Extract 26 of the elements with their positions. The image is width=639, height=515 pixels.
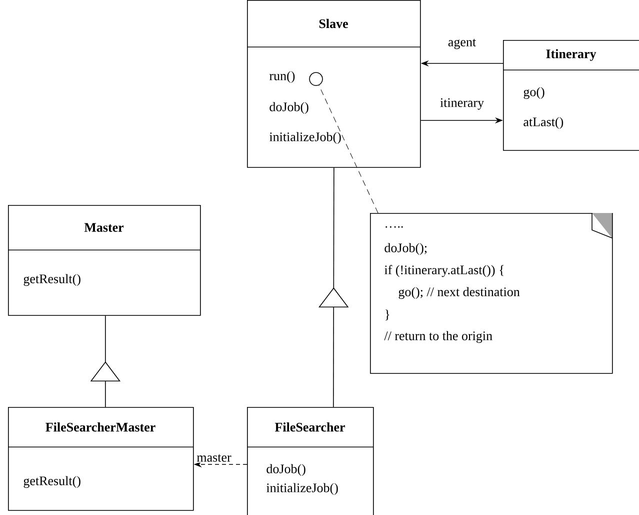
- method-name: doJob(): [266, 464, 306, 476]
- note-box: ….. doJob(); if (!itinerary.atLast()) { go(); // next destination } // return to the origin: [370, 212, 613, 374]
- method-name: getResult(): [24, 274, 80, 286]
- method-name: run(): [269, 71, 295, 83]
- circle-icon: [309, 72, 323, 86]
- class-name: FileSearcher: [274, 422, 345, 432]
- method-name: go(): [524, 87, 544, 99]
- class-box: [246, 0, 421, 168]
- class-name: FileSearcherMaster: [46, 422, 156, 432]
- method-name: initializeJob(): [266, 483, 338, 495]
- edge-label: itinerary: [439, 97, 486, 111]
- arrow: [90, 315, 120, 408]
- class-box: [8, 407, 194, 511]
- method-name: initializeJob(): [269, 132, 341, 144]
- class-box: [502, 40, 639, 151]
- method-name: doJob(): [270, 102, 308, 114]
- class-name: Slave: [319, 18, 348, 28]
- class-box: [246, 407, 374, 515]
- class-name: Master: [84, 223, 124, 232]
- method-name: getResult(): [24, 476, 80, 488]
- class-box: [8, 205, 201, 316]
- method-name: atLast(): [524, 117, 564, 129]
- edge-label: agent: [446, 38, 478, 50]
- class-name: Itinerary: [546, 49, 596, 61]
- edge-label: master: [196, 453, 232, 463]
- leader-line: [318, 85, 378, 214]
